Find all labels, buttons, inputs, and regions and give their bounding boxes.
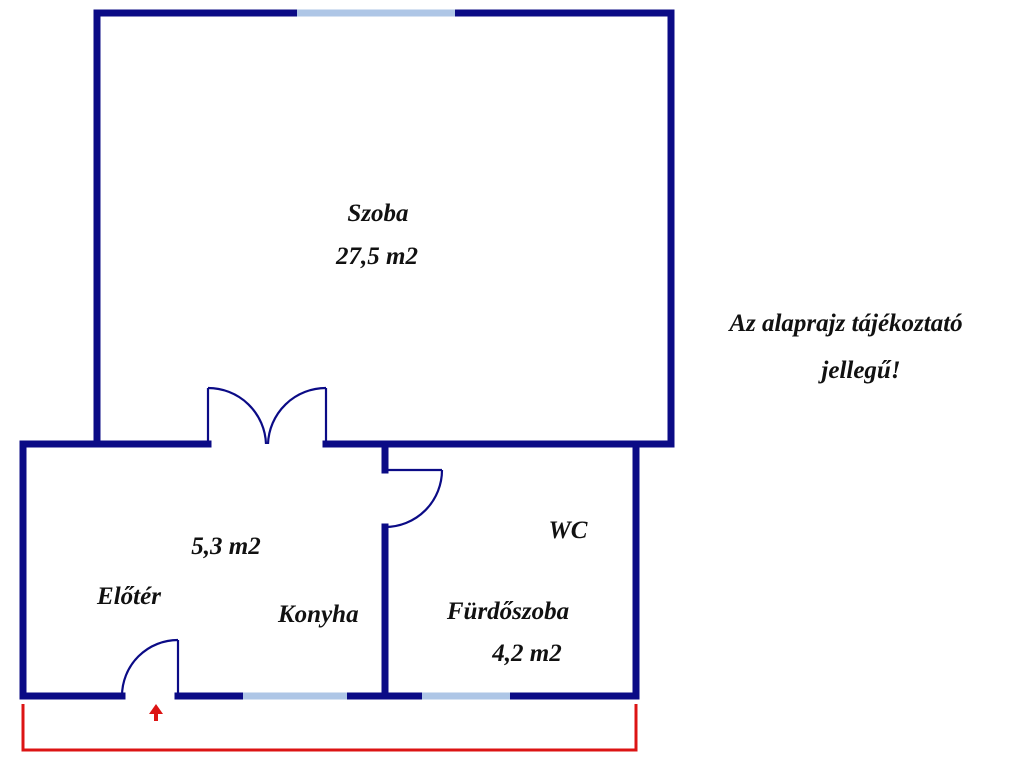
- entrance-lead-line: [21, 704, 638, 752]
- entrance-arrow-icon: [149, 704, 163, 721]
- szoba-wall: [93, 9, 675, 448]
- windows: [243, 9, 510, 700]
- szoba-area: 27,5 m2: [335, 243, 418, 270]
- double-door-szoba: [206, 386, 328, 445]
- disclaimer-line-1: Az alaprajz tájékoztató: [727, 310, 962, 337]
- eloter-area: 5,3 m2: [191, 533, 260, 560]
- entrance-door: [120, 638, 180, 697]
- doors: [120, 386, 444, 697]
- labels: Szoba 27,5 m2 5,3 m2 Előtér Konyha WC Fü…: [96, 200, 963, 667]
- szoba-name: Szoba: [347, 200, 408, 227]
- entrance-marker: [21, 704, 638, 752]
- door-furdoszoba: [384, 468, 444, 529]
- konyha-name: Konyha: [277, 601, 359, 628]
- furdoszoba-name: Fürdőszoba: [446, 598, 569, 625]
- furdoszoba-area: 4,2 m2: [491, 640, 561, 667]
- eloter-name: Előtér: [96, 583, 161, 610]
- disclaimer-line-2: jellegű!: [817, 357, 900, 384]
- wc-name: WC: [549, 517, 588, 544]
